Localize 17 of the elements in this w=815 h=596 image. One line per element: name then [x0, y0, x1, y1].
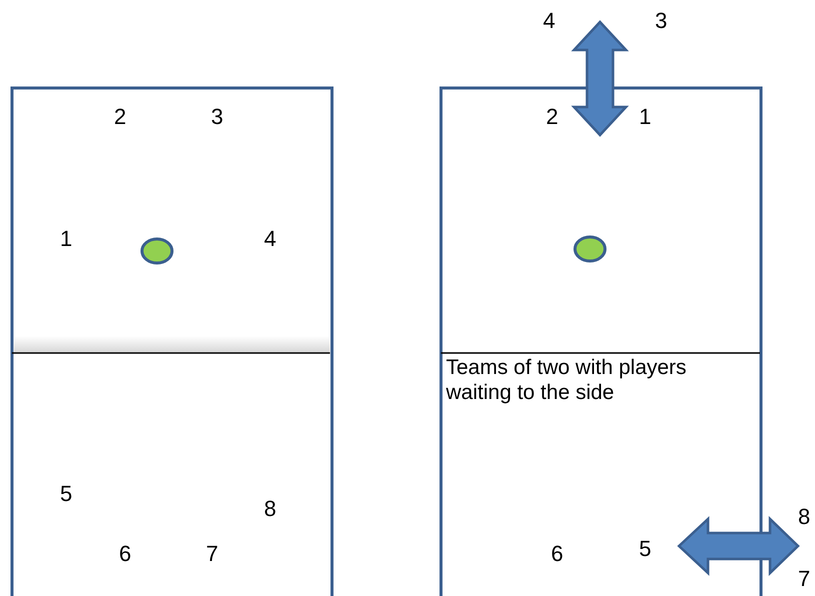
player-number: 6 [119, 541, 132, 568]
player-number: 3 [655, 8, 668, 34]
player-number: 7 [798, 566, 810, 592]
player-number: 3 [211, 104, 224, 130]
player-number: 2 [114, 104, 126, 130]
player-number: 7 [206, 541, 218, 568]
player-number: 5 [60, 481, 72, 508]
player-number: 5 [639, 536, 652, 562]
player-number: 1 [639, 104, 652, 130]
player-number: 2 [546, 104, 558, 130]
player-number: 8 [264, 496, 276, 522]
player-number: 1 [60, 226, 72, 252]
player-number: 4 [264, 226, 276, 252]
player-number: 6 [551, 541, 564, 568]
player-number: 4 [543, 8, 556, 34]
player-number: 8 [798, 504, 810, 530]
note: Teams of two with players waiting to the side [446, 355, 688, 406]
